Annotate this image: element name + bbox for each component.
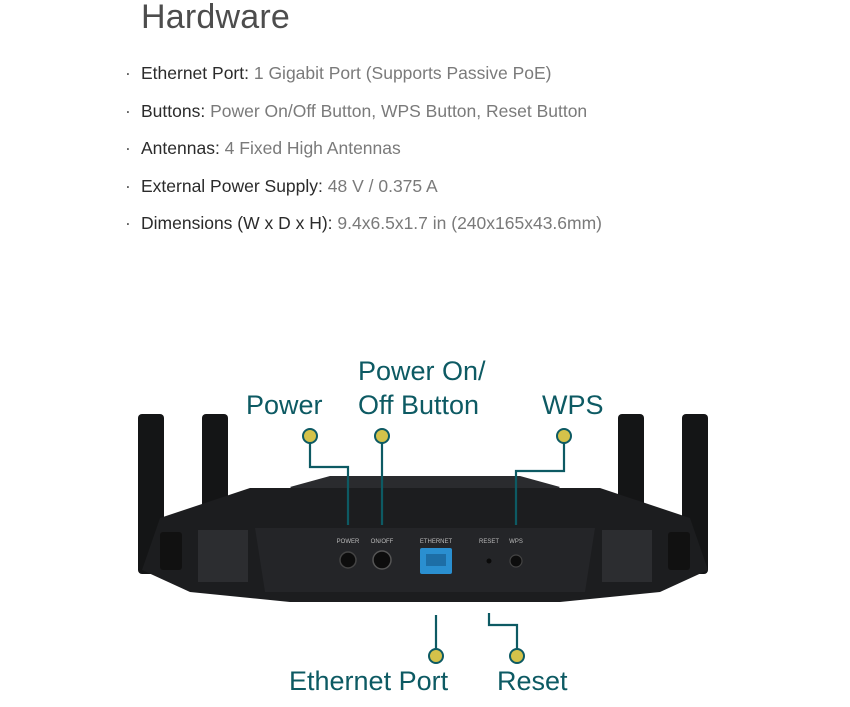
marker-reset-icon: [509, 648, 525, 664]
spec-value: 48 V / 0.375 A: [322, 175, 438, 196]
ethernet-port-slot-icon: [426, 554, 446, 566]
antenna-base-left: [160, 532, 182, 570]
spec-dimensions: · Dimensions (W x D x H): 9.4x6.5x1.7 in…: [125, 212, 602, 250]
port-label-reset: RESET: [479, 539, 499, 545]
spec-label: External Power Supply:: [141, 175, 323, 196]
router-rear-diagram: POWER ON/OFF ETHERNET RESET WPS Power Po: [0, 340, 850, 707]
callout-power-onoff-line1: Power On/: [358, 356, 486, 386]
marker-onoff-icon: [374, 428, 390, 444]
reset-pinhole-icon: [486, 558, 492, 564]
router-illustration: POWER ON/OFF ETHERNET RESET WPS: [138, 414, 708, 664]
port-label-power: POWER: [337, 539, 360, 545]
side-grille-left: [198, 530, 248, 582]
callout-power: Power: [246, 390, 323, 420]
antenna-base-right: [668, 532, 690, 570]
marker-wps-icon: [556, 428, 572, 444]
marker-power-icon: [302, 428, 318, 444]
spec-buttons: · Buttons: Power On/Off Button, WPS Butt…: [125, 100, 602, 138]
port-label-ethernet: ETHERNET: [420, 539, 453, 545]
bullet-icon: ·: [125, 100, 131, 121]
side-grille-right: [602, 530, 652, 582]
callout-reset: Reset: [497, 666, 568, 696]
antenna-left-inner: [202, 414, 228, 524]
power-jack-icon: [339, 551, 357, 569]
spec-ethernet-port: · Ethernet Port: 1 Gigabit Port (Support…: [125, 62, 602, 100]
spec-label: Ethernet Port:: [141, 63, 249, 83]
bullet-icon: ·: [125, 175, 131, 196]
spec-power-supply: · External Power Supply: 48 V / 0.375 A: [125, 175, 602, 213]
callout-power-onoff-line2: Off Button: [358, 390, 480, 420]
spec-label: Antennas:: [141, 138, 220, 158]
spec-label: Dimensions (W x D x H):: [141, 213, 333, 233]
bullet-icon: ·: [125, 213, 131, 233]
wps-button-icon: [509, 554, 523, 568]
bullet-icon: ·: [125, 138, 131, 158]
callout-wps: WPS: [542, 390, 604, 420]
bullet-icon: ·: [125, 63, 131, 83]
callout-line-power: [308, 437, 350, 525]
onoff-button-icon: [372, 550, 392, 570]
spec-label: Buttons:: [141, 100, 206, 121]
callout-line-wps: [514, 437, 566, 525]
section-title: Hardware: [141, 0, 290, 36]
spec-value: 9.4x6.5x1.7 in (240x165x43.6mm): [332, 213, 603, 233]
spec-value: Power On/Off Button, WPS Button, Reset B…: [205, 100, 588, 121]
callout-lines: [308, 437, 566, 655]
callout-line-reset: [487, 613, 519, 655]
hardware-spec-list: · Ethernet Port: 1 Gigabit Port (Support…: [125, 62, 602, 250]
spec-value: 1 Gigabit Port (Supports Passive PoE): [248, 63, 552, 83]
port-label-onoff: ON/OFF: [371, 539, 394, 545]
marker-ethernet-icon: [428, 648, 444, 664]
port-label-wps: WPS: [509, 539, 523, 545]
spec-value: 4 Fixed High Antennas: [219, 138, 401, 158]
spec-antennas: · Antennas: 4 Fixed High Antennas: [125, 137, 602, 175]
callout-ethernet-port: Ethernet Port: [289, 666, 449, 696]
callout-markers: [302, 428, 572, 664]
